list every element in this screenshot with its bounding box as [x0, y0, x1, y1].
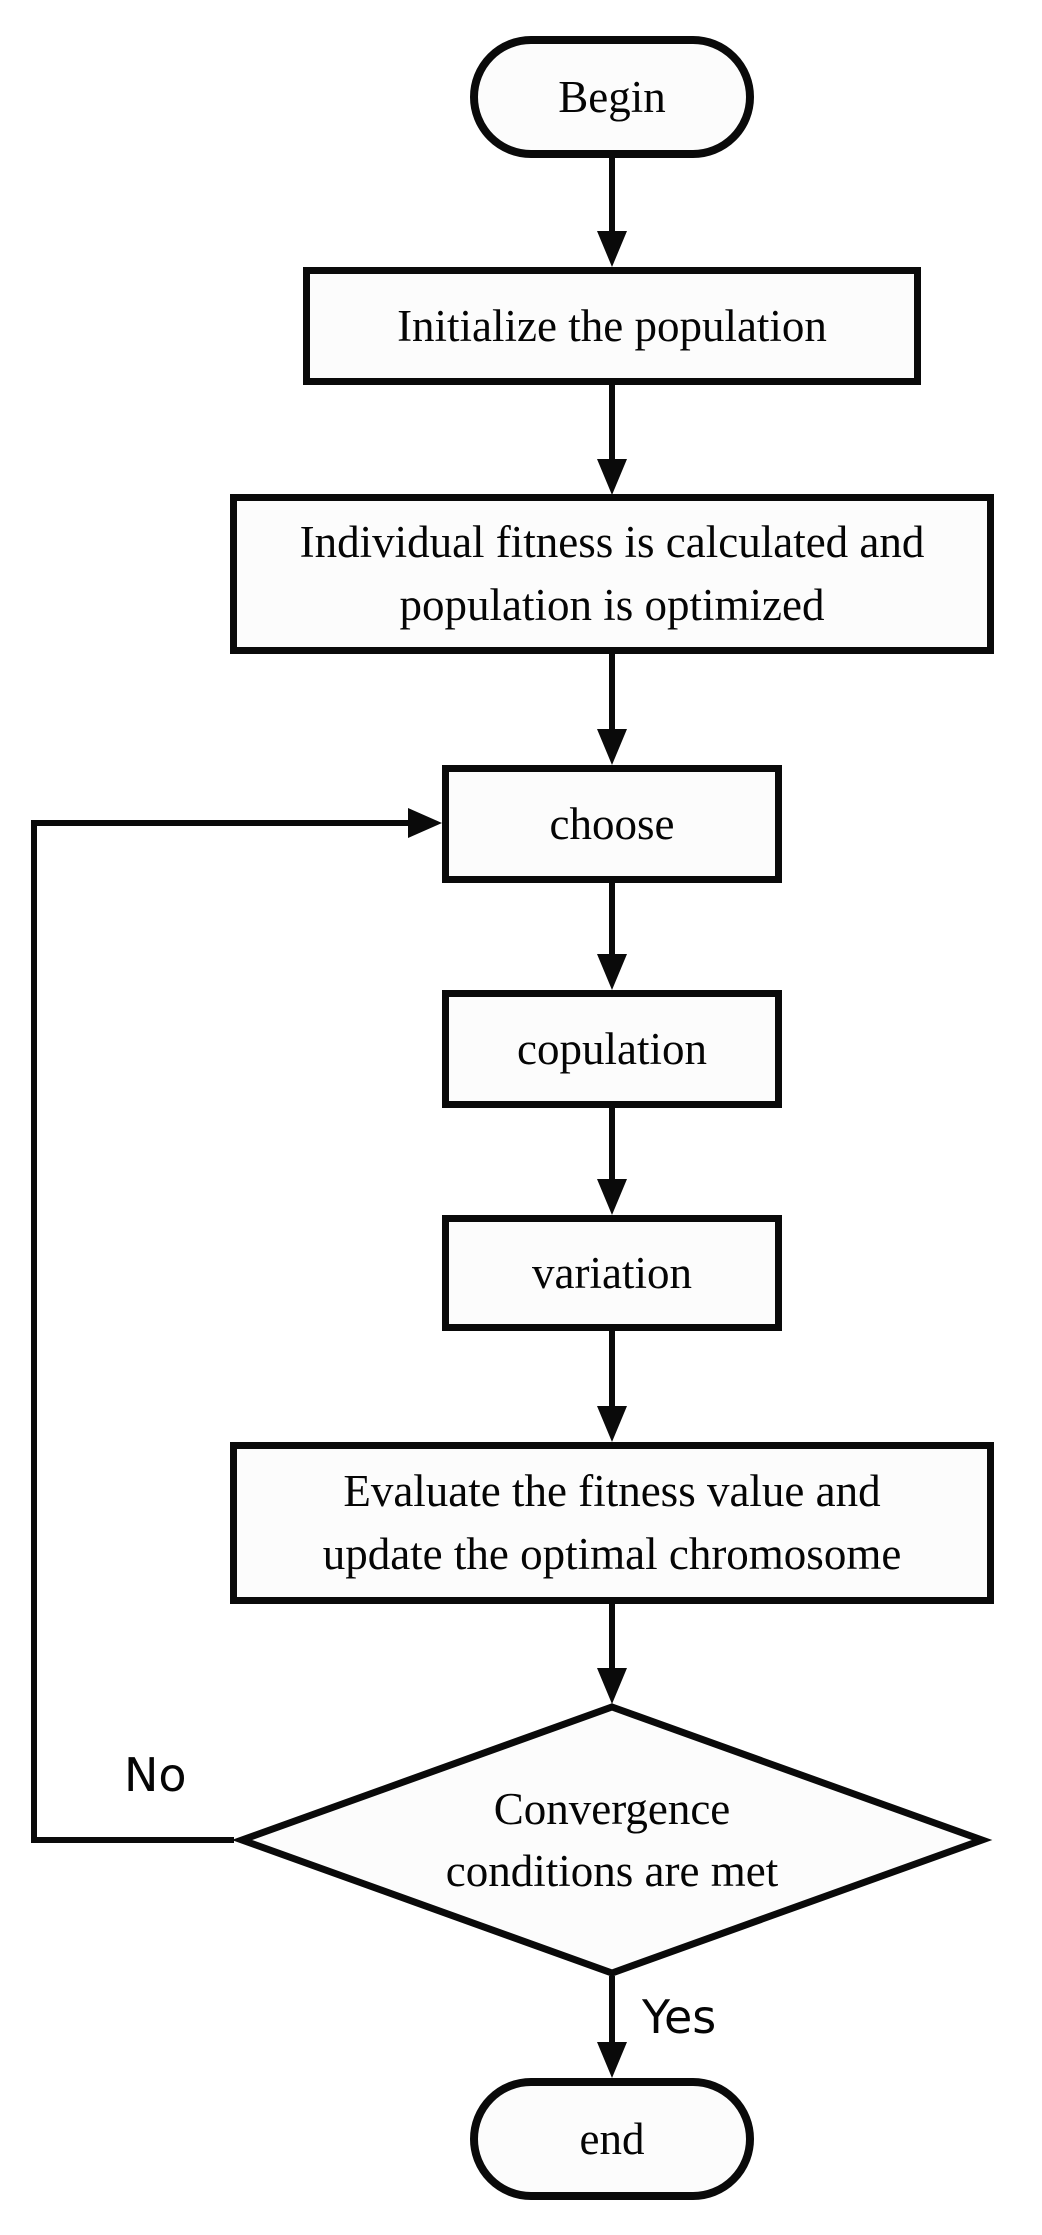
- loop-no-bottom-segment: [31, 1837, 234, 1843]
- arrow-variation-evaluate-line: [609, 1329, 615, 1408]
- loop-no-top-segment: [31, 820, 408, 826]
- arrow-initialize-fitness-line: [609, 383, 615, 461]
- arrow-choose-copulation-head-icon: [597, 954, 627, 990]
- edge-label-no: No: [124, 1748, 187, 1802]
- node-initialize-label: Initialize the population: [397, 300, 827, 351]
- node-begin-label: Begin: [558, 71, 666, 122]
- arrow-begin-initialize-head-icon: [597, 231, 627, 267]
- node-copulation: copulation: [442, 990, 782, 1108]
- node-choose-label: choose: [549, 798, 675, 849]
- node-end-label: end: [579, 2113, 645, 2164]
- node-initialize: Initialize the population: [303, 267, 921, 385]
- decision-diamond-polygon: [231, 1703, 993, 1977]
- node-variation-label: variation: [532, 1247, 692, 1298]
- arrow-evaluate-convergence-line: [609, 1602, 615, 1670]
- node-variation: variation: [442, 1215, 782, 1331]
- arrow-fitness-choose-line: [609, 652, 615, 731]
- arrow-fitness-choose-head-icon: [597, 729, 627, 765]
- arrow-choose-copulation-line: [609, 881, 615, 956]
- decision-diamond-shape: [231, 1703, 993, 1977]
- node-fitness-label: Individual fitness is calculated and pop…: [299, 517, 925, 630]
- arrow-copulation-variation-head-icon: [597, 1179, 627, 1215]
- arrow-convergence-end-line: [609, 1976, 615, 2044]
- loop-no-vertical-segment: [31, 820, 37, 1843]
- edge-label-yes: Yes: [642, 1990, 717, 2044]
- node-begin: Begin: [470, 36, 754, 158]
- node-convergence: [231, 1702, 993, 1978]
- arrow-convergence-end-head-icon: [597, 2042, 627, 2078]
- loop-no-head-icon: [408, 808, 442, 838]
- node-fitness: Individual fitness is calculated and pop…: [230, 494, 994, 654]
- arrow-copulation-variation-line: [609, 1106, 615, 1181]
- arrow-variation-evaluate-head-icon: [597, 1406, 627, 1442]
- node-end: end: [470, 2078, 754, 2200]
- node-convergence-label: Convergence conditions are met: [445, 1783, 779, 1896]
- arrow-evaluate-convergence-head-icon: [597, 1668, 627, 1704]
- node-choose: choose: [442, 765, 782, 883]
- node-evaluate: Evaluate the fitness value and update th…: [230, 1442, 994, 1604]
- node-copulation-label: copulation: [517, 1023, 707, 1074]
- arrow-initialize-fitness-head-icon: [597, 459, 627, 495]
- arrow-begin-initialize-line: [609, 154, 615, 232]
- node-evaluate-label: Evaluate the fitness value and update th…: [322, 1466, 902, 1579]
